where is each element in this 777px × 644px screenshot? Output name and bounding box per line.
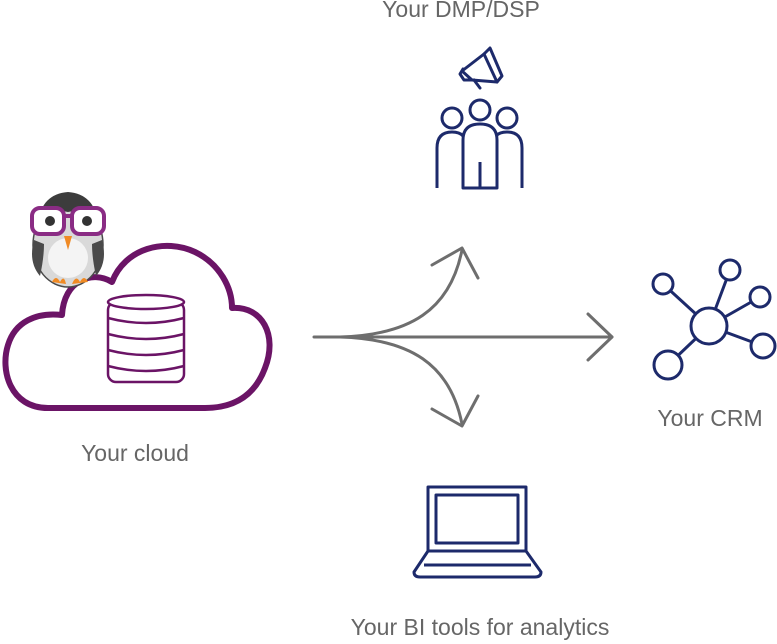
dmp-dsp-label: Your DMP/DSP: [382, 0, 540, 22]
megaphone-icon: [458, 46, 504, 90]
arrow-to-bi: [338, 335, 464, 426]
crm-label: Your CRM: [657, 405, 763, 431]
database-icon: [106, 293, 186, 384]
people-group-icon: [435, 98, 524, 190]
arrowhead-dmp: [430, 246, 480, 280]
cloud-label: Your cloud: [81, 440, 189, 466]
owl-mascot: [30, 192, 106, 288]
network-hub-icon: [651, 258, 777, 381]
flow-arrows: [312, 246, 614, 428]
arrowhead-crm: [586, 312, 614, 362]
laptop-icon: [412, 485, 543, 579]
bi-tools-label: Your BI tools for analytics: [350, 614, 610, 640]
arrow-to-dmp: [338, 248, 464, 339]
cloud-icon: [2, 242, 273, 411]
arrowhead-bi: [430, 394, 480, 428]
